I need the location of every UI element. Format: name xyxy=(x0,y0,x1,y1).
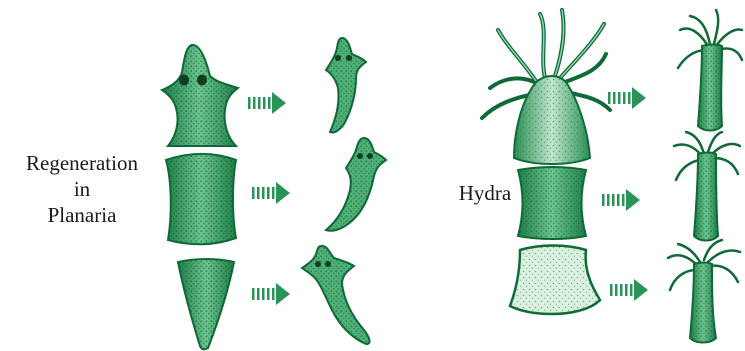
regenerated-planaria-1 xyxy=(326,38,366,133)
eyespot-icon xyxy=(197,75,207,86)
eyespot-icon xyxy=(325,261,331,267)
hydra-middle-fragment xyxy=(518,167,586,239)
regenerated-planaria-2 xyxy=(326,138,386,231)
hydra-base-fragment xyxy=(510,246,600,315)
eyespot-icon xyxy=(367,153,373,159)
eyespot-icon xyxy=(315,261,321,267)
planaria-middle-fragment xyxy=(166,154,236,244)
eyespot-icon xyxy=(179,75,189,86)
planaria-tail-fragment xyxy=(178,259,234,349)
regenerated-hydra-2 xyxy=(674,132,740,241)
arrow-right-icon xyxy=(610,279,648,301)
arrow-right-icon xyxy=(252,283,290,305)
arrow-right-icon xyxy=(602,189,640,211)
arrow-right-icon xyxy=(252,182,290,204)
arrow-right-icon xyxy=(608,87,646,109)
regenerated-hydra-3 xyxy=(668,240,740,343)
eyespot-icon xyxy=(346,55,352,61)
eyespot-icon xyxy=(357,153,363,159)
regenerated-hydra-1 xyxy=(678,10,742,131)
eyespot-icon xyxy=(335,55,341,61)
regenerated-planaria-3 xyxy=(302,246,370,344)
arrow-right-icon xyxy=(248,92,286,114)
hydra-top-fragment xyxy=(514,76,590,164)
planaria-head-fragment xyxy=(162,45,238,146)
